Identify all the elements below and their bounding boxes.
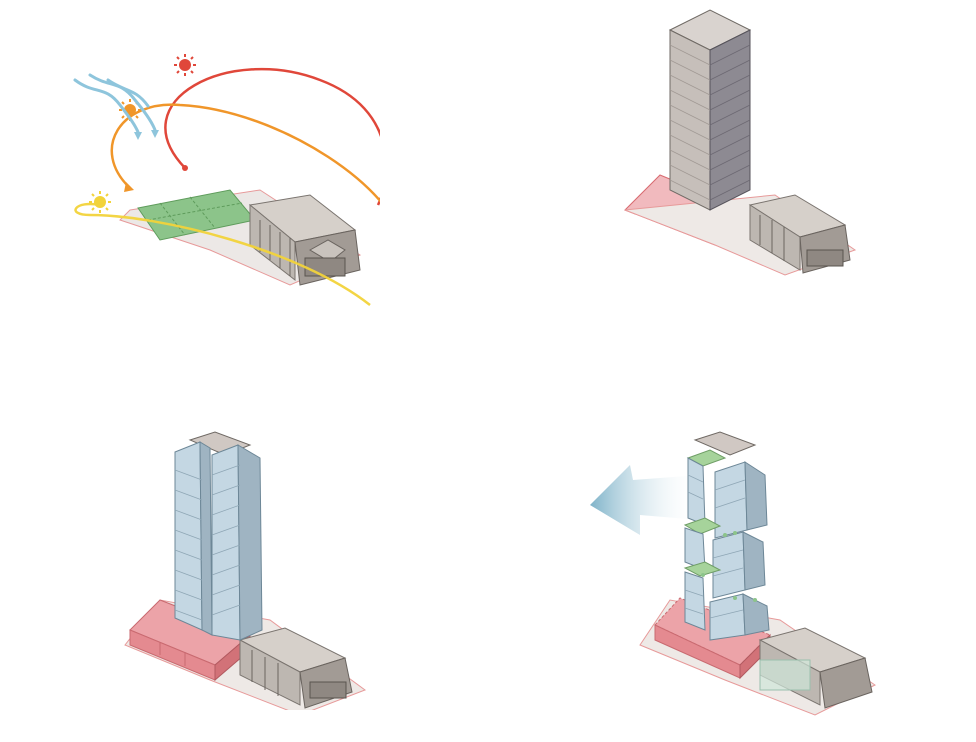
heritage-building <box>238 627 353 709</box>
sun-icon <box>89 191 111 213</box>
massing-panel <box>624 9 857 276</box>
split-tower-panel <box>124 431 367 710</box>
stacked-tower <box>683 431 770 641</box>
tower-block <box>668 9 752 211</box>
equinox-sun-path <box>110 103 380 203</box>
heritage-building <box>748 194 851 274</box>
wind-arrow-icon <box>73 73 159 140</box>
heritage-building <box>248 194 361 286</box>
sky-garden <box>683 561 722 577</box>
sun-icon <box>174 54 196 76</box>
twin-towers <box>174 431 263 641</box>
summer-sun-path <box>164 67 380 206</box>
podium <box>129 599 251 682</box>
site-analysis-panel <box>73 54 380 306</box>
direction-arrow-icon <box>590 465 700 535</box>
heritage-building <box>758 627 873 709</box>
final-form-panel <box>590 431 876 716</box>
winter-sun-path <box>74 202 371 306</box>
